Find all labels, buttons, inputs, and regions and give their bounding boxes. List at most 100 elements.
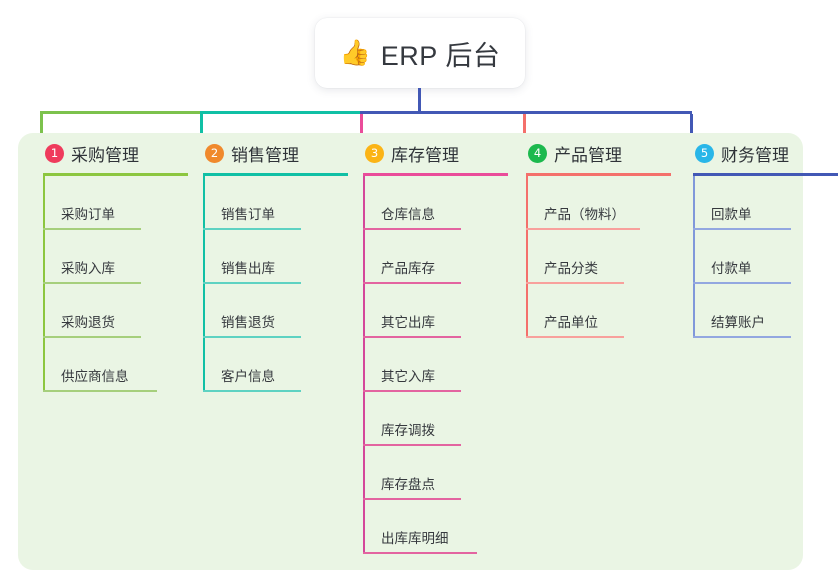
module-item[interactable]: 供应商信息 <box>40 338 200 392</box>
module-header-3[interactable]: 3 库存管理 <box>360 133 520 176</box>
module-header-rule <box>203 173 348 176</box>
module-item[interactable]: 销售出库 <box>200 230 360 284</box>
module-item-label: 采购退货 <box>61 315 115 330</box>
module-item-label: 库存盘点 <box>381 477 435 492</box>
root-node-content: 👍 ERP 后台 <box>340 34 501 73</box>
module-title: 产品管理 <box>554 145 622 165</box>
module-item-rule <box>363 336 461 338</box>
module-item-label: 销售退货 <box>221 315 275 330</box>
module-column-3: 3 库存管理仓库信息产品库存其它出库其它入库库存调拨库存盘点出库库明细 <box>360 133 520 554</box>
module-item-label: 销售订单 <box>221 207 275 222</box>
module-item-label: 产品（物料） <box>544 207 625 222</box>
module-rail <box>43 176 45 392</box>
module-column-4: 4 产品管理产品（物料） 产品分类产品单位 <box>523 133 683 338</box>
module-item-label: 供应商信息 <box>61 369 129 384</box>
module-column-2: 2 销售管理销售订单销售出库销售退货客户信息 <box>200 133 360 392</box>
module-header-rule <box>526 173 671 176</box>
module-item-list: 回款单付款单结算账户 <box>690 176 839 338</box>
module-item-rule <box>526 336 624 338</box>
module-title: 财务管理 <box>721 145 789 165</box>
module-header-rule <box>43 173 188 176</box>
module-item-label: 付款单 <box>711 261 752 276</box>
module-item-rule <box>526 282 624 284</box>
module-item[interactable]: 采购订单 <box>40 176 200 230</box>
module-item[interactable]: 客户信息 <box>200 338 360 392</box>
module-title: 销售管理 <box>231 145 299 165</box>
connector-horizontal-segment-1 <box>40 111 202 114</box>
module-item[interactable]: 产品（物料） <box>523 176 683 230</box>
module-number-badge: 3 <box>365 143 384 163</box>
root-node-title: ERP 后台 <box>380 40 501 71</box>
module-rail <box>526 176 528 338</box>
module-number-badge: 4 <box>528 143 547 163</box>
module-item-label: 其它入库 <box>381 369 435 384</box>
module-item[interactable]: 库存盘点 <box>360 446 520 500</box>
module-rail <box>363 176 365 554</box>
module-item-rule <box>43 228 141 230</box>
module-title: 采购管理 <box>71 145 139 165</box>
module-item-list: 销售订单销售出库销售退货客户信息 <box>200 176 360 392</box>
module-item-label: 其它出库 <box>381 315 435 330</box>
module-item-label: 结算账户 <box>711 315 765 330</box>
module-item-label: 回款单 <box>711 207 752 222</box>
module-header-rule <box>363 173 508 176</box>
module-item-rule <box>693 282 791 284</box>
module-item-list: 采购订单采购入库采购退货供应商信息 <box>40 176 200 392</box>
module-item-rule <box>363 228 461 230</box>
module-item-rule <box>363 444 461 446</box>
module-item[interactable]: 其它入库 <box>360 338 520 392</box>
module-item-rule <box>203 282 301 284</box>
module-item-list: 仓库信息产品库存其它出库其它入库库存调拨库存盘点出库库明细 <box>360 176 520 554</box>
module-item[interactable]: 付款单 <box>690 230 839 284</box>
module-item-label: 库存调拨 <box>381 423 435 438</box>
module-item-label: 客户信息 <box>221 369 275 384</box>
module-item-rule <box>363 498 461 500</box>
connector-horizontal-segment-3 <box>360 111 692 114</box>
module-item-rule <box>363 390 461 392</box>
module-column-5: 5 财务管理回款单付款单结算账户 <box>690 133 839 338</box>
module-header-5[interactable]: 5 财务管理 <box>690 133 839 176</box>
module-item[interactable]: 采购退货 <box>40 284 200 338</box>
module-item-label: 产品库存 <box>381 261 435 276</box>
module-item-rule <box>203 336 301 338</box>
module-item[interactable]: 出库库明细 <box>360 500 520 554</box>
module-item[interactable]: 其它出库 <box>360 284 520 338</box>
module-item-rule <box>203 228 301 230</box>
module-item-rule <box>363 552 477 554</box>
module-rail <box>693 176 695 338</box>
module-item[interactable]: 产品分类 <box>523 230 683 284</box>
module-number-badge: 5 <box>695 143 714 163</box>
module-item[interactable]: 销售订单 <box>200 176 360 230</box>
root-node-erp-backend[interactable]: 👍 ERP 后台 <box>315 18 525 88</box>
module-number-badge: 2 <box>205 143 224 163</box>
module-item[interactable]: 产品库存 <box>360 230 520 284</box>
module-item-list: 产品（物料） 产品分类产品单位 <box>523 176 683 338</box>
module-item[interactable]: 销售退货 <box>200 284 360 338</box>
module-item-label: 出库库明细 <box>381 531 449 546</box>
module-item-rule <box>43 282 141 284</box>
module-item[interactable]: 仓库信息 <box>360 176 520 230</box>
module-item-rule <box>203 390 301 392</box>
module-item-label: 产品单位 <box>544 315 598 330</box>
module-item-label: 采购入库 <box>61 261 115 276</box>
module-item[interactable]: 回款单 <box>690 176 839 230</box>
module-item-label: 销售出库 <box>221 261 275 276</box>
module-title: 库存管理 <box>391 145 459 165</box>
module-item-label: 采购订单 <box>61 207 115 222</box>
connector-root-stem <box>418 88 421 112</box>
module-item[interactable]: 库存调拨 <box>360 392 520 446</box>
module-header-rule <box>693 173 838 176</box>
module-item-rule <box>43 336 141 338</box>
module-header-4[interactable]: 4 产品管理 <box>523 133 683 176</box>
module-item[interactable]: 结算账户 <box>690 284 839 338</box>
module-item-rule <box>363 282 461 284</box>
module-rail <box>203 176 205 392</box>
module-item[interactable]: 产品单位 <box>523 284 683 338</box>
module-header-2[interactable]: 2 销售管理 <box>200 133 360 176</box>
module-item-rule <box>693 336 791 338</box>
module-item[interactable]: 采购入库 <box>40 230 200 284</box>
module-item-rule <box>526 228 640 230</box>
